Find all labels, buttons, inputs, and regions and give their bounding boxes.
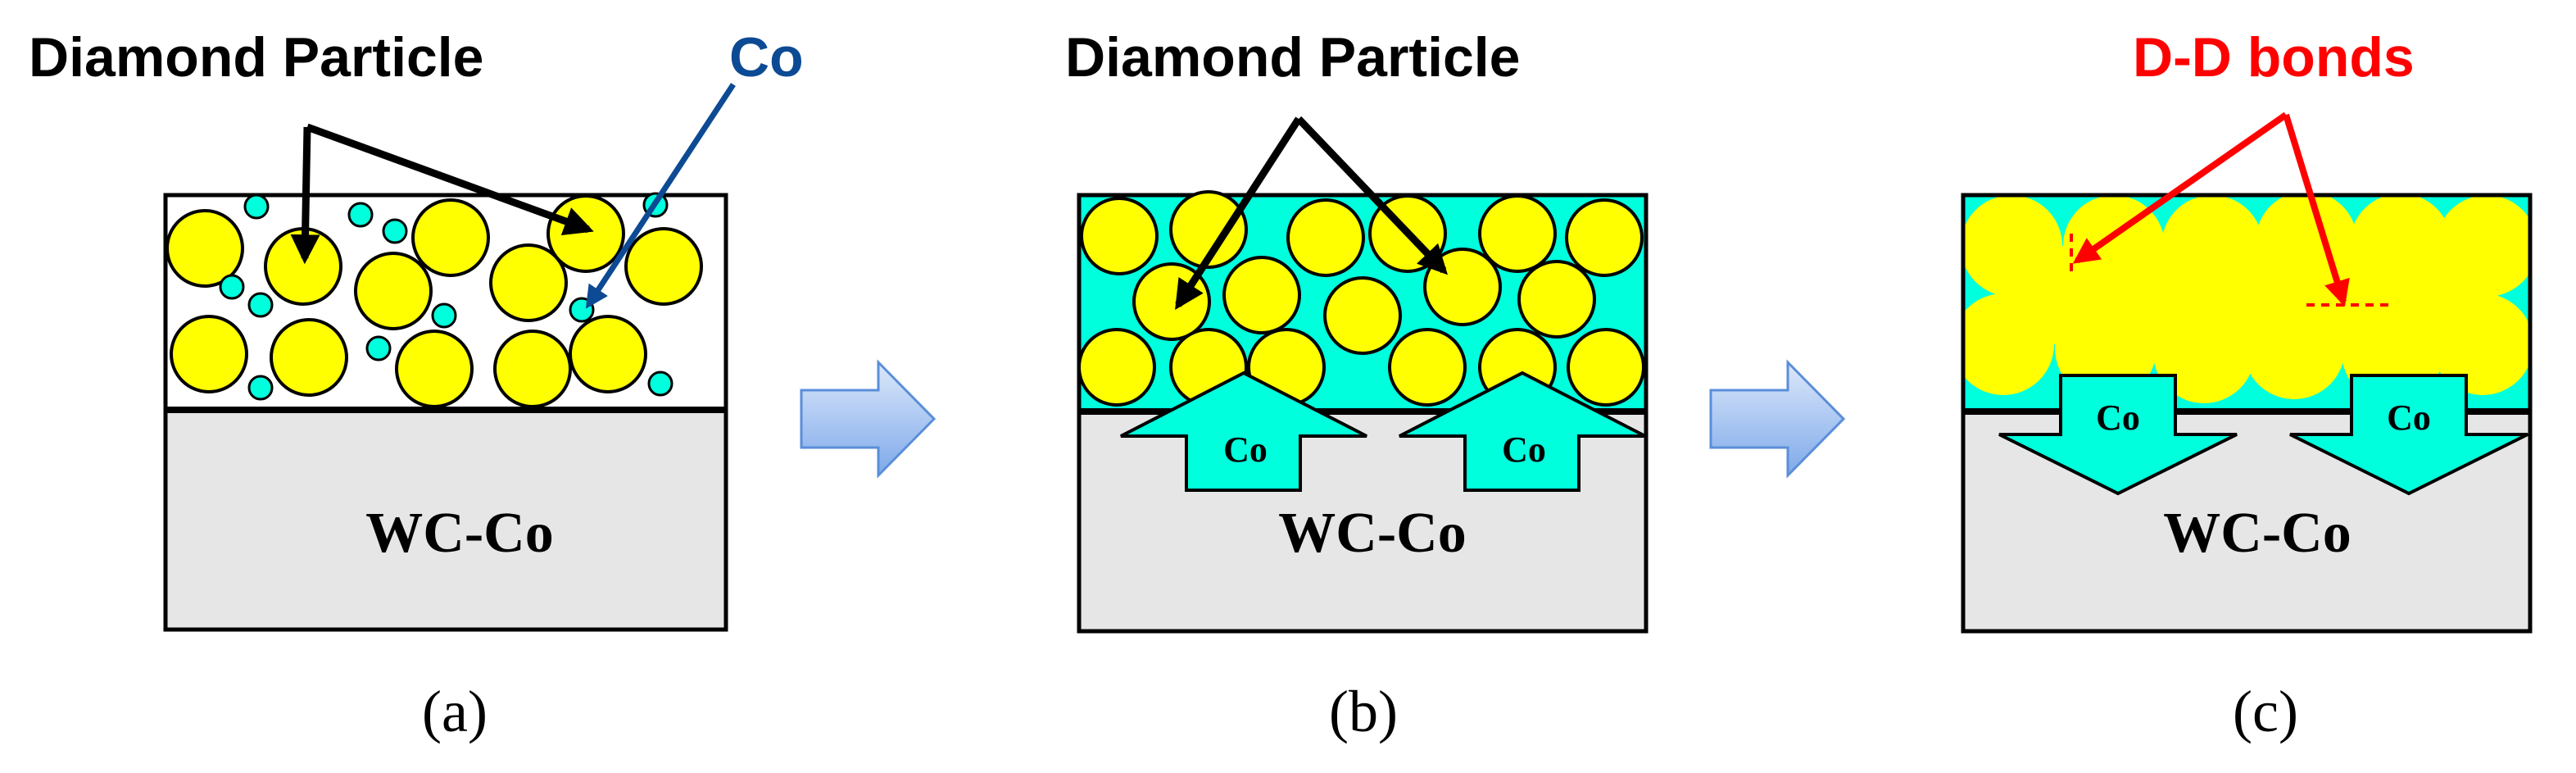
dd-bond-marks <box>2070 234 2392 307</box>
diamond-particle <box>546 194 625 273</box>
diamond-particle <box>270 318 348 397</box>
dd-bonds-label: D-D bonds <box>2133 26 2415 89</box>
cobalt-particle <box>219 274 245 300</box>
cobalt-particle <box>431 302 457 329</box>
diamond-particle <box>1169 190 1248 269</box>
step-arrow-1 <box>800 359 937 479</box>
co-flow-label-c1: Co <box>2096 398 2140 438</box>
cobalt-particle <box>247 375 274 401</box>
co-flow-down-arrow-1 <box>1998 374 2238 496</box>
substrate-label-c: WC-Co <box>2163 502 2351 565</box>
diamond-particle <box>1517 260 1596 339</box>
diamond-callout-a <box>290 123 594 265</box>
diamond-particle <box>411 198 490 277</box>
diamond-particle <box>1323 276 1402 355</box>
diamond-particle <box>569 315 647 393</box>
co-callout-a <box>585 83 736 309</box>
diamond-label-b: Diamond Particle <box>1065 26 1521 89</box>
diamond-particle <box>1567 328 1645 407</box>
co-flow-down-arrow-2 <box>2289 374 2528 496</box>
substrate-label-b: WC-Co <box>1278 502 1466 565</box>
diamond-particle <box>624 227 703 306</box>
panel-a: Diamond Particle Co WC-Co (a) <box>29 26 804 744</box>
co-flow-label-c2: Co <box>2387 398 2431 438</box>
diamond-particle <box>166 209 244 288</box>
co-flow-label-b2: Co <box>1502 430 1546 470</box>
diamond-particle <box>1286 198 1365 277</box>
diamond-callout-b <box>1175 116 1448 311</box>
co-flow-up-arrow-2 <box>1399 371 1646 492</box>
diamond-particle <box>1478 194 1557 273</box>
diamond-particles-a <box>166 194 703 408</box>
panel-b: Co Co Diamond Particle WC-Co (b) <box>1065 26 1649 744</box>
diamond-particle <box>1565 198 1644 277</box>
cobalt-particle <box>382 218 408 244</box>
caption-c: (c) <box>2233 679 2298 744</box>
bonded-diamond-mass-c <box>1963 195 2530 403</box>
diamond-particle <box>1222 256 1301 334</box>
cobalt-particle <box>243 193 270 220</box>
diamond-label-a: Diamond Particle <box>29 26 484 89</box>
co-flow-up-arrow-1 <box>1120 371 1367 492</box>
diamond-particle <box>395 330 474 408</box>
cobalt-particle <box>347 202 374 228</box>
step-arrow-2 <box>1709 359 1846 479</box>
diamond-particle <box>1080 197 1159 275</box>
dd-bonds-callout <box>2072 111 2350 307</box>
diamond-particle <box>1077 328 1156 407</box>
co-flow-label-b1: Co <box>1223 430 1268 470</box>
diamond-particle <box>170 315 248 393</box>
diamond-particle <box>354 252 433 330</box>
caption-b: (b) <box>1329 679 1398 744</box>
cobalt-particle <box>247 292 274 318</box>
diamond-particle <box>493 330 572 408</box>
diamond-particle <box>489 243 568 322</box>
panel-c: Co Co D-D bonds WC-Co (c) <box>1961 26 2533 744</box>
caption-a: (a) <box>422 679 488 744</box>
co-label-a: Co <box>729 26 804 89</box>
substrate-label-a: WC-Co <box>365 502 553 565</box>
cobalt-particle <box>647 371 673 397</box>
cobalt-particle <box>365 335 392 361</box>
diamond-particle <box>1388 328 1467 407</box>
cobalt-particles-a <box>219 192 673 401</box>
substrate-a <box>163 407 728 632</box>
